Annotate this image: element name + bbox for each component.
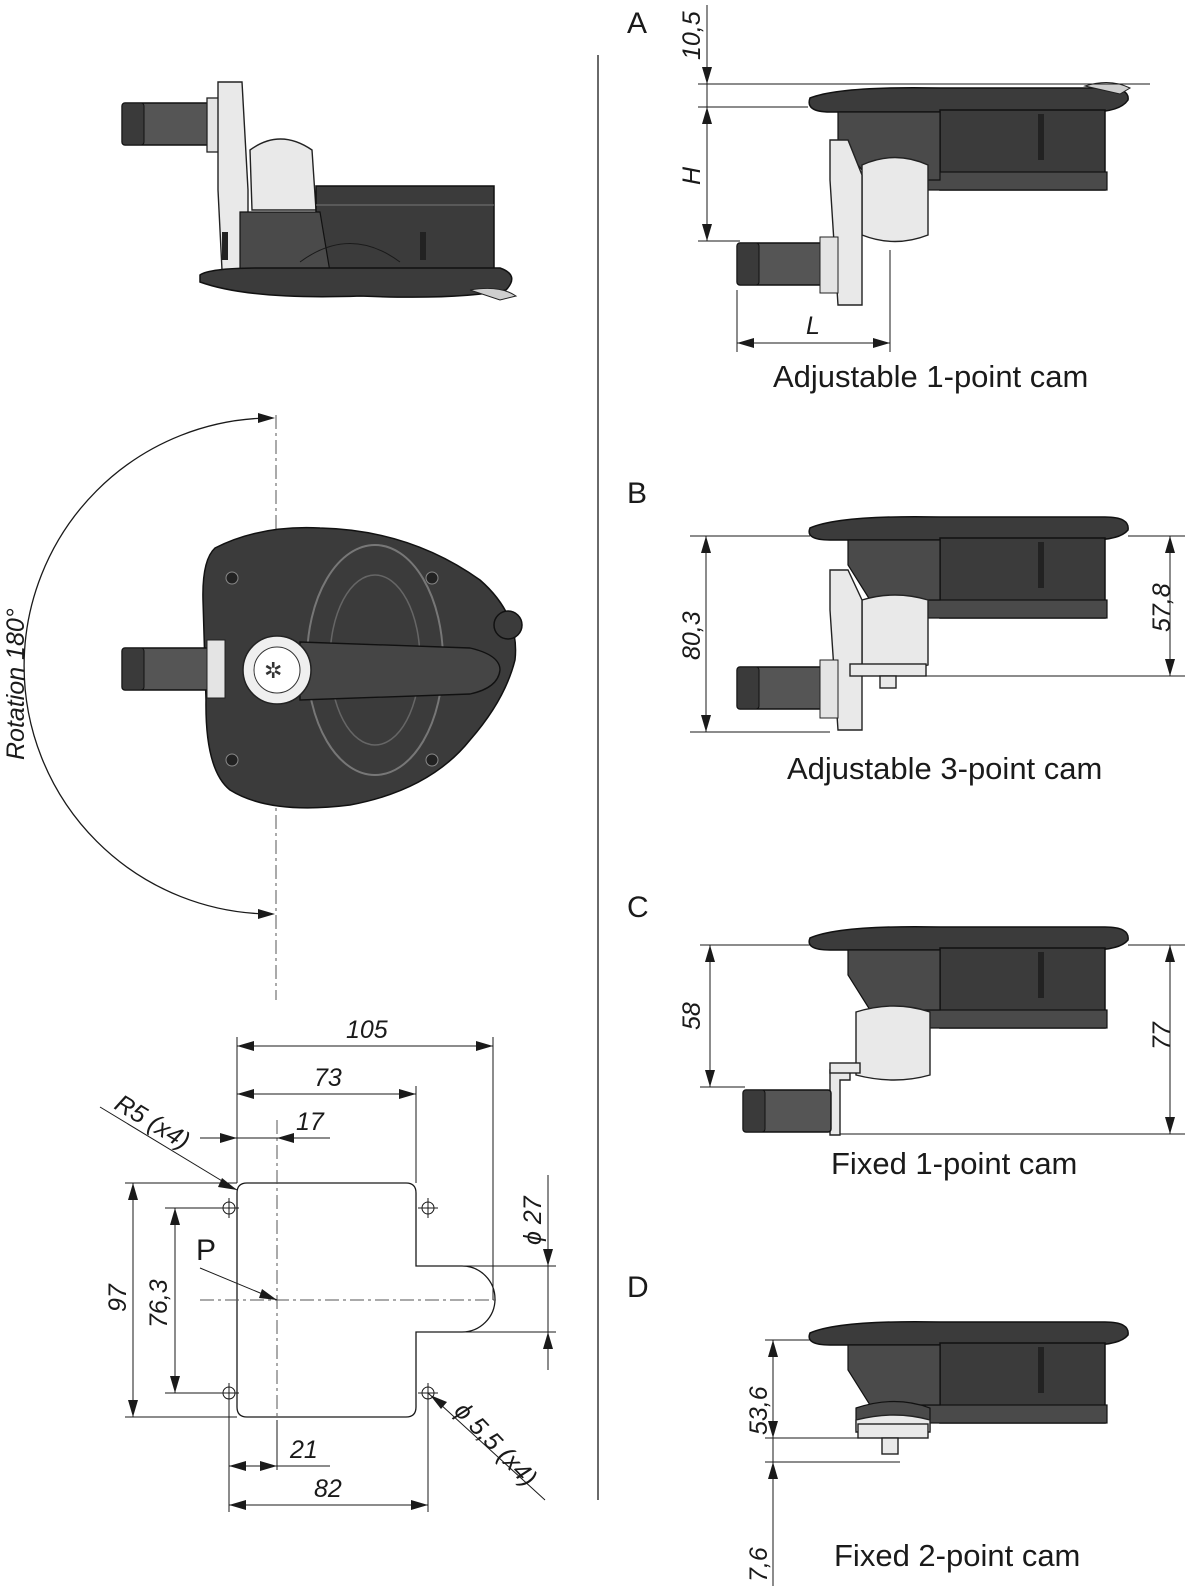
dim-21: 21 — [289, 1436, 318, 1464]
view-b-drawing — [736, 516, 1129, 731]
view-a-dimensions — [698, 5, 1150, 352]
dim-hole-diameter: ϕ 5,5 (x4) — [449, 1397, 543, 1492]
latch-front-view: ✲ — [121, 526, 523, 809]
view-a-drawing — [736, 82, 1132, 306]
dim-l: L — [806, 312, 820, 340]
dim-10-5: 10,5 — [678, 11, 706, 60]
rotation-arc — [23, 417, 273, 915]
latch-side-view — [121, 81, 518, 301]
view-c-dimensions — [700, 944, 1185, 1135]
dim-57-8: 57,8 — [1148, 583, 1176, 632]
cutout-dimensions — [99, 1037, 556, 1512]
dim-h: H — [678, 166, 706, 185]
point-label: P — [196, 1234, 216, 1267]
view-a-caption: Adjustable 1-point cam — [773, 359, 1088, 394]
view-d-letter: D — [627, 1271, 649, 1304]
mounting-hole — [418, 1198, 438, 1218]
dim-53-6: 53,6 — [745, 1386, 773, 1435]
dim-slot-diameter: ϕ 27 — [519, 1195, 547, 1245]
dim-73: 73 — [314, 1064, 342, 1092]
dim-97: 97 — [104, 1283, 132, 1312]
dim-77: 77 — [1148, 1021, 1176, 1050]
dim-17: 17 — [296, 1108, 325, 1136]
svg-text:✲: ✲ — [264, 658, 282, 683]
dim-r5: R5 (x4) — [110, 1089, 195, 1155]
dim-76-3: 76,3 — [145, 1279, 173, 1328]
view-b-dimensions — [690, 535, 1185, 733]
dim-58: 58 — [678, 1002, 706, 1030]
view-d-dimensions — [765, 1339, 900, 1586]
dim-7-6: 7,6 — [745, 1547, 773, 1582]
dim-82: 82 — [314, 1475, 342, 1503]
dim-80-3: 80,3 — [678, 611, 706, 660]
view-d-drawing — [808, 1321, 1129, 1455]
view-b-caption: Adjustable 3-point cam — [787, 751, 1102, 786]
view-c-drawing — [742, 926, 1129, 1136]
view-c-caption: Fixed 1-point cam — [831, 1146, 1077, 1181]
dim-105: 105 — [346, 1016, 388, 1044]
view-a-letter: A — [627, 7, 647, 40]
view-d-caption: Fixed 2-point cam — [834, 1538, 1080, 1573]
view-c-letter: C — [627, 891, 649, 924]
rotation-label: Rotation 180° — [2, 608, 30, 760]
view-b-letter: B — [627, 477, 647, 510]
